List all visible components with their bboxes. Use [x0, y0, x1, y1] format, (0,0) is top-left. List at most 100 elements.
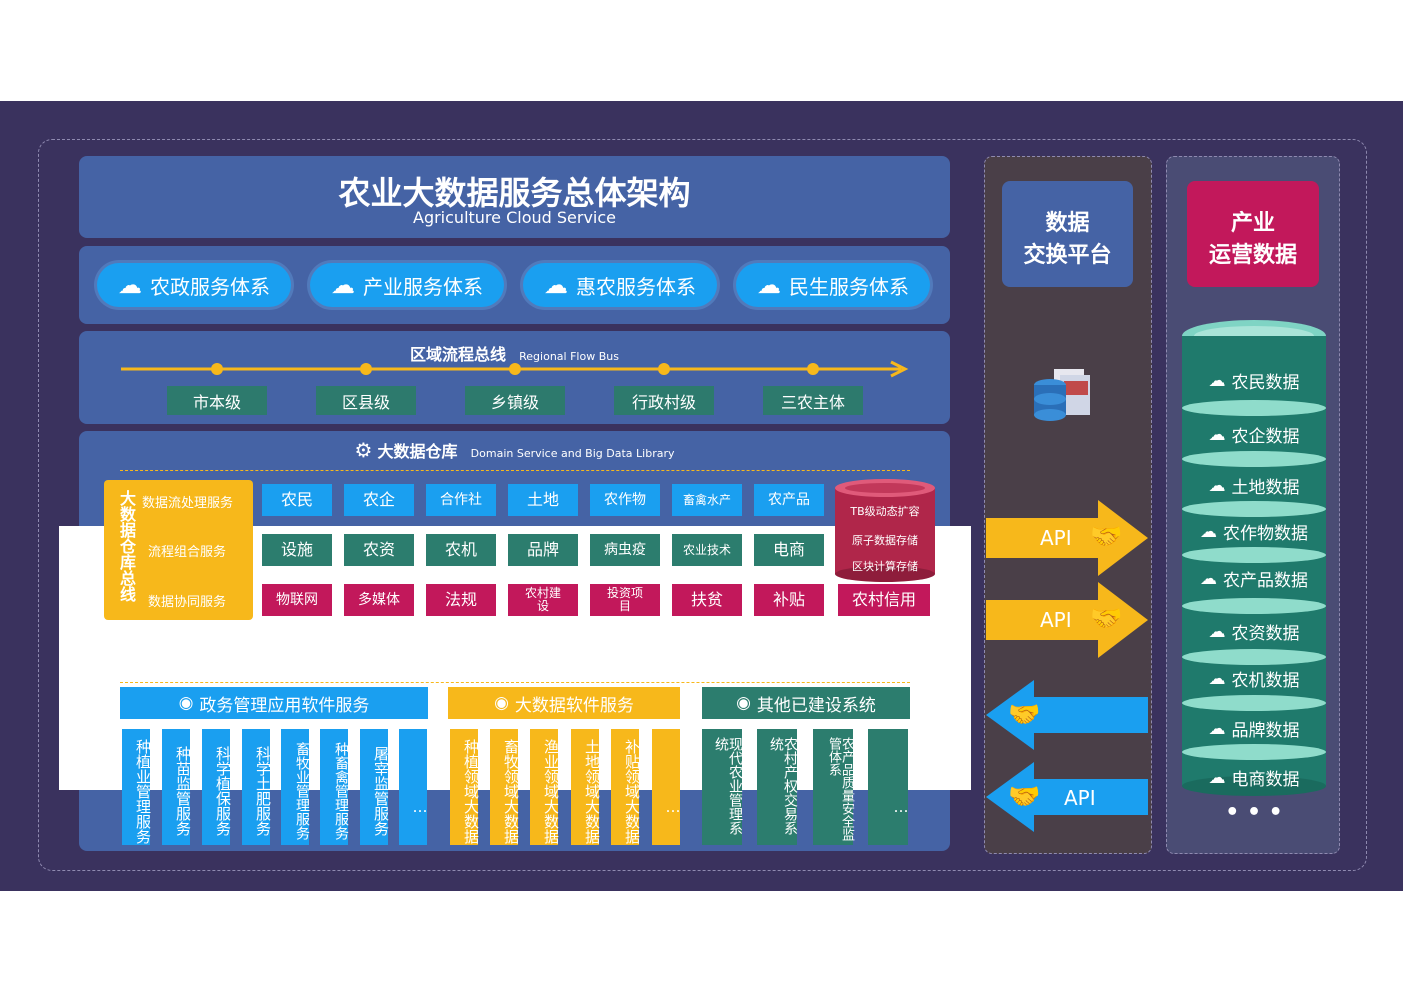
service-system-3: ☁ 惠农服务体系	[523, 263, 717, 307]
cloud-icon: ☁	[118, 271, 142, 299]
flow-bus-title: 区域流程总线 Regional Flow Bus	[79, 341, 950, 365]
industry-data-item: ☁电商数据	[1182, 765, 1326, 791]
handshake-icon: 🤝	[1090, 522, 1123, 552]
other-system-item: …	[868, 729, 910, 845]
warehouse-title-en: Domain Service and Big Data Library	[470, 447, 675, 460]
bigdata-software-item: 补贴领域大数据	[611, 729, 641, 845]
cloud-icon: ☁	[1208, 621, 1226, 642]
gov-software-title: 政务管理应用软件服务	[199, 695, 370, 716]
industry-data-label: 农作物数据	[1223, 524, 1308, 544]
location-pin-icon: ◉	[178, 693, 194, 713]
warehouse-service: 流程组合服务	[148, 545, 227, 560]
cloud-icon: ☁	[544, 271, 568, 299]
bigdata-software-title: 大数据软件服务	[514, 695, 634, 716]
storage-label: 原子数据存储	[852, 534, 918, 547]
data-cell: 农产品	[754, 484, 824, 516]
data-cell: 病虫疫	[590, 534, 660, 566]
data-cell: 物联网	[262, 584, 332, 616]
industry-data-item: ☁农民数据	[1182, 368, 1326, 394]
data-cell: 农作物	[590, 484, 660, 516]
warehouse-service: 数据流处理服务	[142, 496, 234, 511]
bigdata-software-item: 畜牧领域大数据	[490, 729, 520, 845]
exchange-title-box: 数据 交换平台	[1002, 181, 1133, 287]
data-cell: 扶贫	[672, 584, 742, 616]
exchange-title-line2: 交换平台	[1023, 243, 1112, 268]
api-label: API	[1040, 608, 1072, 632]
data-cell: 农机	[426, 534, 496, 566]
cloud-icon: ☁	[1200, 521, 1217, 542]
cloud-icon: ☁	[1200, 568, 1217, 589]
page-subtitle: Agriculture Cloud Service	[413, 208, 616, 227]
warehouse-title-cn: 大数据仓库	[377, 442, 458, 461]
data-cell: 农业技术	[672, 534, 742, 566]
service-system-label: 农政服务体系	[150, 274, 270, 299]
industry-data-item: ☁土地数据	[1182, 473, 1326, 499]
industry-title-line2: 运营数据	[1208, 243, 1297, 268]
warehouse-bus-box: 大数据仓库总线 数据流处理服务 流程组合服务 数据协同服务	[104, 480, 253, 620]
industry-data-label: 农企数据	[1231, 427, 1300, 447]
data-cell: 农企	[344, 484, 414, 516]
gov-software-item: 屠宰监管服务	[360, 729, 390, 845]
more-indicator: • • •	[1225, 800, 1283, 825]
service-system-2: ☁ 产业服务体系	[310, 263, 504, 307]
flow-bus-title-cn: 区域流程总线	[410, 345, 507, 364]
api-label: API	[1064, 786, 1096, 810]
page-title: 农业大数据服务总体架构	[338, 174, 691, 212]
bigdata-software-item: …	[652, 729, 682, 845]
other-system-item: 农产品质量安全监管体系	[813, 729, 854, 845]
level-item: 行政村级	[614, 386, 714, 415]
gov-software-item: 科学植保服务	[202, 729, 232, 845]
level-item: 市本级	[167, 386, 267, 415]
location-pin-icon: ◉	[494, 693, 509, 713]
industry-data-item: ☁农机数据	[1182, 666, 1326, 692]
service-systems-panel: ☁ 农政服务体系 ☁ 产业服务体系 ☁ 惠农服务体系 ☁民生服务体系	[79, 246, 950, 324]
service-system-1: ☁ 农政服务体系	[97, 263, 291, 307]
industry-data-label: 土地数据	[1231, 478, 1300, 498]
data-cell: 电商	[754, 534, 824, 566]
warehouse-service: 数据协同服务	[148, 595, 227, 610]
industry-data-item: ☁农企数据	[1182, 422, 1326, 448]
cloud-icon: ☁	[1208, 475, 1226, 496]
industry-data-label: 农资数据	[1231, 624, 1300, 644]
exchange-title-line1: 数据	[1045, 211, 1090, 236]
service-system-label: 产业服务体系	[363, 274, 483, 299]
industry-data-item: ☁农产品数据	[1182, 566, 1326, 592]
api-arrow-left-1	[986, 680, 1148, 750]
cloud-icon: ☁	[1208, 668, 1226, 689]
handshake-icon: 🤝	[1008, 782, 1041, 812]
industry-data-label: 农机数据	[1231, 671, 1300, 691]
industry-data-item: ☁ 农作物数据	[1182, 519, 1326, 545]
bigdata-software-item: 土地领域大数据	[571, 729, 601, 845]
data-cell: 品牌	[508, 534, 578, 566]
data-cell: 合作社	[426, 484, 496, 516]
flow-bus-panel: 区域流程总线 Regional Flow Bus 市本级 区县级 乡镇级 行政村…	[79, 331, 950, 424]
service-system-label: 惠农服务体系	[576, 274, 696, 299]
cloud-icon: ☁	[1208, 767, 1226, 788]
api-arrow-right-2	[986, 582, 1148, 658]
industry-data-item: ☁农资数据	[1182, 619, 1326, 645]
data-cell: 农村建设	[508, 584, 578, 616]
database-icon	[1034, 369, 1090, 421]
cloud-icon: ☁	[331, 271, 355, 299]
software-divider	[120, 682, 910, 683]
service-system-4: ☁民生服务体系	[736, 263, 930, 307]
industry-data-label: 农民数据	[1231, 373, 1300, 393]
data-cell: 设施	[262, 534, 332, 566]
flow-bus-title-en: Regional Flow Bus	[519, 350, 619, 363]
bigdata-software-item: 渔业领域大数据	[530, 729, 560, 845]
cloud-icon: ☁	[1208, 370, 1226, 391]
industry-data-label: 电商数据	[1231, 770, 1300, 790]
level-item: 乡镇级	[465, 386, 565, 415]
data-cell: 法规	[426, 584, 496, 616]
gov-software-item: 科学土肥服务	[242, 729, 272, 845]
level-item: 区县级	[316, 386, 416, 415]
title-panel: 农业大数据服务总体架构 Agriculture Cloud Service	[79, 156, 950, 238]
handshake-icon: 🤝	[1008, 700, 1041, 730]
location-pin-icon: ◉	[736, 693, 751, 713]
data-cell: 投资项目	[590, 584, 660, 616]
industry-data-label: 品牌数据	[1231, 721, 1300, 741]
storage-cylinder-icon	[835, 479, 935, 582]
data-cell: 土地	[508, 484, 578, 516]
gov-software-item: 种苗监管服务	[162, 729, 192, 845]
gov-software-item: …	[399, 729, 429, 845]
